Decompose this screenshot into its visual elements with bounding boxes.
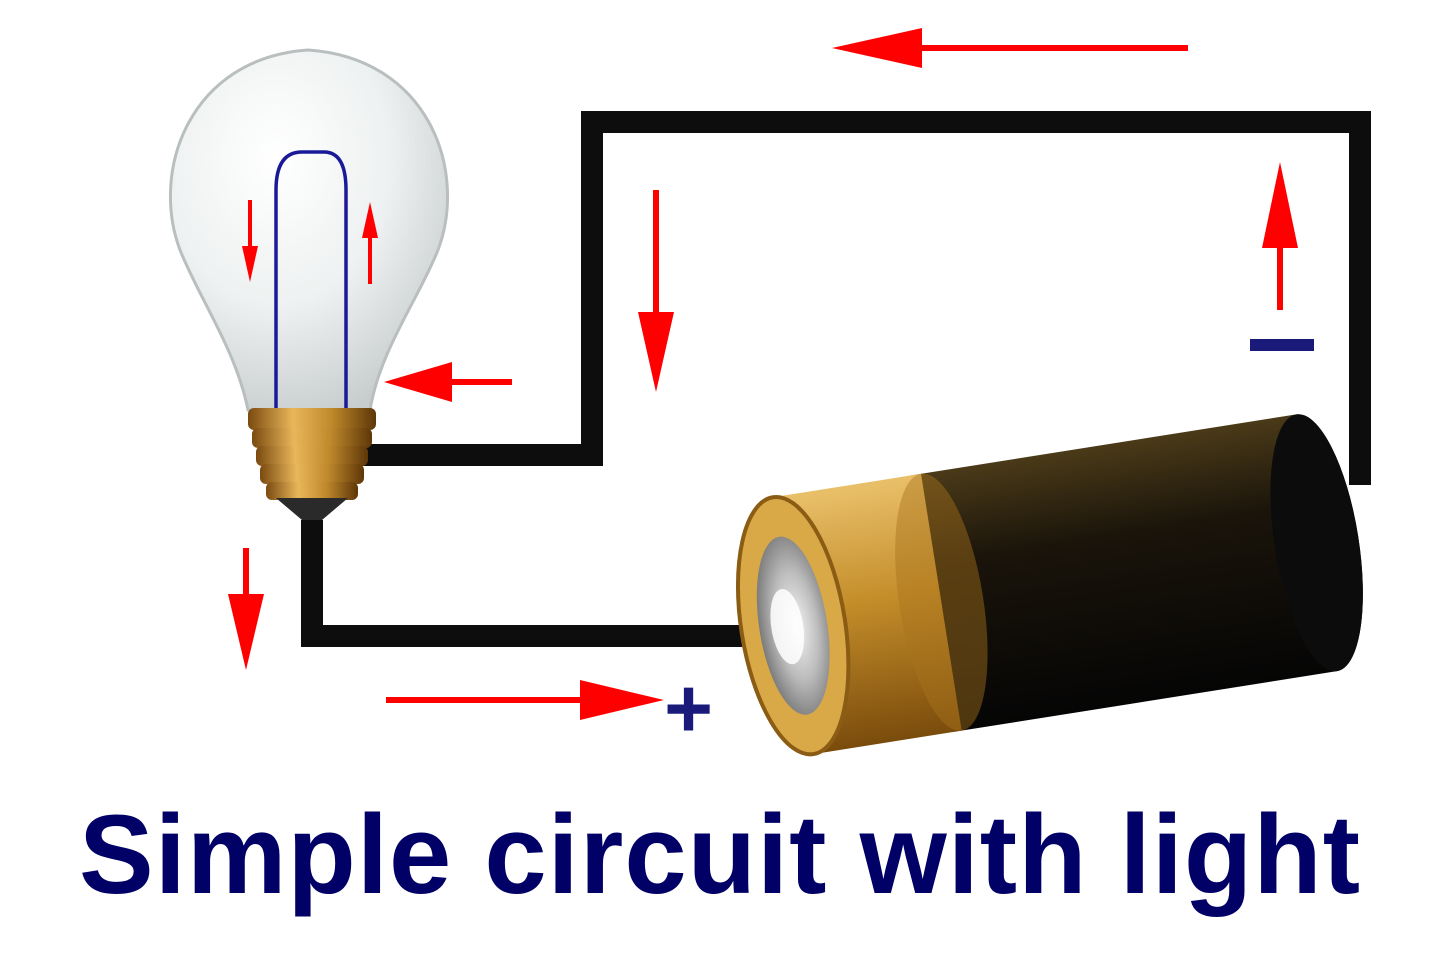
arrow-right-up bbox=[1262, 162, 1298, 310]
battery bbox=[735, 414, 1363, 757]
arrow-filament-down bbox=[242, 200, 258, 282]
arrow-top-left bbox=[832, 28, 1188, 68]
bulb-glass bbox=[168, 48, 450, 412]
arrow-to-bulb bbox=[384, 362, 512, 402]
light-bulb bbox=[168, 48, 450, 520]
bulb-filament bbox=[274, 150, 348, 408]
battery-gold-edge bbox=[895, 473, 988, 731]
arrow-bottom-right bbox=[386, 680, 664, 720]
current-arrows bbox=[228, 28, 1298, 720]
battery-end-cap bbox=[1270, 414, 1363, 672]
wire-bottom bbox=[301, 520, 742, 647]
battery-positive-nub bbox=[770, 588, 805, 665]
negative-sign bbox=[1250, 339, 1314, 351]
arrow-wire-down bbox=[638, 190, 674, 392]
circuit-wire bbox=[301, 111, 1371, 647]
arrow-base-down bbox=[228, 548, 264, 670]
arrow-filament-up bbox=[362, 202, 378, 284]
bulb-screw-base bbox=[248, 408, 376, 520]
diagram-caption: Simple circuit with light bbox=[79, 792, 1361, 917]
positive-sign-label: + bbox=[664, 661, 714, 755]
battery-black-body bbox=[911, 414, 1363, 733]
wire-top bbox=[342, 111, 1371, 485]
